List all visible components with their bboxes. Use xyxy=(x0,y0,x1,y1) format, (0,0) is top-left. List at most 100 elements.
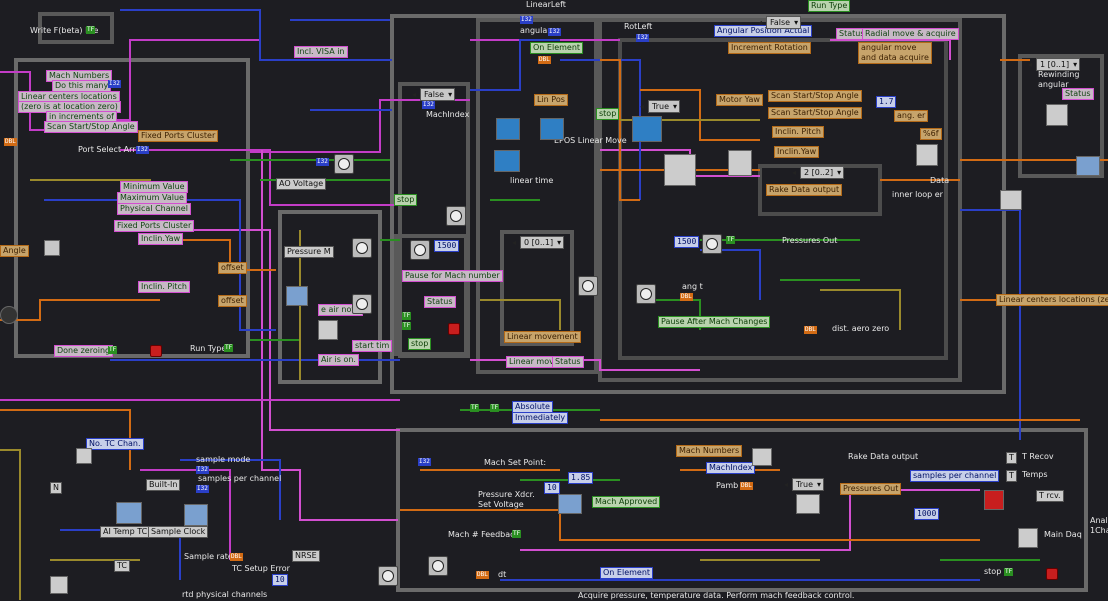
terminal-dbl: DBL xyxy=(4,138,17,146)
label-machindex-2: MachIndex xyxy=(706,462,756,474)
terminal-i32: I32 xyxy=(422,101,435,109)
epos-node-icon xyxy=(540,118,564,140)
label-samples-per-channel: samples per channel xyxy=(198,474,282,483)
terminal-i32: I32 xyxy=(418,458,431,466)
case-selector-1-0-1[interactable]: 1 [0..1] xyxy=(1028,58,1081,71)
label-motor-yaw: Motor Yaw xyxy=(716,94,763,106)
pressure-frame xyxy=(278,210,382,384)
function-node-icon xyxy=(318,320,338,340)
timer-icon xyxy=(446,206,466,226)
stop-button[interactable]: stop xyxy=(408,338,432,350)
label-increment-rotation: Increment Rotation xyxy=(728,42,811,54)
pause-frame xyxy=(394,234,468,356)
timer-icon xyxy=(428,556,448,576)
terminal-dbl: DBL xyxy=(538,56,551,64)
function-node-icon xyxy=(1000,190,1022,210)
timer-icon xyxy=(352,238,372,258)
terminal-tf: TF xyxy=(402,312,412,320)
epos-node-icon xyxy=(632,116,662,142)
label-rtd-physical-channels: rtd physical channels xyxy=(182,590,268,599)
numeric-constant[interactable]: 10 xyxy=(272,574,288,586)
array-node-icon xyxy=(752,448,772,466)
label-main-daq: Main Daq xyxy=(1044,530,1082,539)
label-radial-move-acquire: Radial move & acquire xyxy=(862,28,959,40)
label-angle: Angle xyxy=(0,245,29,257)
case-right-frame xyxy=(598,18,962,382)
terminal-tf: TF xyxy=(224,344,234,352)
numeric-constant[interactable]: 1.7 xyxy=(876,96,897,108)
label-inclin-pitch-2: Inclin. Pitch xyxy=(772,126,824,138)
label-on-element: On Element xyxy=(530,42,584,54)
numeric-constant[interactable]: 1500 xyxy=(434,240,460,252)
label-rake-data-output-2: Rake Data output xyxy=(848,452,919,461)
timer-icon xyxy=(578,276,598,296)
case-selector-2-0-2[interactable]: 2 [0..2] xyxy=(792,166,845,179)
sample-clock-selector[interactable]: Sample Clock xyxy=(148,526,209,538)
label-anal-1chan: Anal 1Chan xyxy=(1090,516,1108,535)
disk-icon xyxy=(0,306,18,324)
case-selector-false[interactable]: False xyxy=(412,88,456,101)
label-dist-aero-zero: dist. aero zero xyxy=(832,324,890,333)
nrse-selector[interactable]: NRSE xyxy=(292,550,320,562)
label-physical-channel: Physical Channel xyxy=(117,203,191,215)
case-selector-true-2[interactable]: True xyxy=(784,478,824,491)
terminal-i32: I32 xyxy=(548,28,561,36)
label-linear-left: LinearLeft xyxy=(526,0,566,9)
label-pressure-xdcr-set-voltage: Pressure Xdcr. Set Voltage xyxy=(478,490,535,509)
daqmx-node-icon xyxy=(116,502,142,524)
hourglass-icon xyxy=(334,154,354,174)
epos-node-icon xyxy=(494,150,520,172)
label-inclin-pitch: Inclin. Pitch xyxy=(138,281,190,293)
epos-node-icon xyxy=(496,118,520,140)
label-status: Status xyxy=(552,356,584,368)
terminal-tf: TF xyxy=(512,530,522,538)
stop-button[interactable]: stop xyxy=(394,194,418,206)
label-inclin-yaw: Inclin.Yaw xyxy=(138,233,184,245)
label-offset-2: offset xyxy=(218,295,247,307)
stop-terminal-icon xyxy=(150,345,162,357)
numeric-constant[interactable]: 10 xyxy=(544,482,560,494)
label-samples-per-channel-2: samples per channel xyxy=(910,470,1000,482)
numeric-constant[interactable]: 1000 xyxy=(914,508,940,520)
label-no-tc-chan: No. TC Chan. xyxy=(86,438,144,450)
case-selector-0-0-1[interactable]: 0 [0..1] xyxy=(512,236,565,249)
built-in-selector[interactable]: Built-In xyxy=(146,479,181,491)
label-lin-pos: Lin Pos xyxy=(534,94,568,106)
grid-node-icon xyxy=(916,144,938,166)
linear-movement-frame xyxy=(500,230,574,346)
daqmx-node-icon xyxy=(286,286,308,306)
ao-voltage-selector[interactable]: AO Voltage xyxy=(276,178,327,190)
numeric-constant[interactable]: 1500 xyxy=(674,236,700,248)
label-run-type-top: Run Type xyxy=(808,0,851,12)
terminal-tf: TF xyxy=(86,26,96,34)
label-t-rcv: T rcv. xyxy=(1036,490,1064,502)
case-selector-false-top[interactable]: False xyxy=(758,16,802,29)
terminal-dbl: DBL xyxy=(740,482,753,490)
label-immediately: Immediately xyxy=(512,412,569,424)
terminal-i32: I32 xyxy=(196,466,209,474)
label-status: Status xyxy=(836,28,868,40)
label-temps: Temps xyxy=(1022,470,1048,479)
terminal-tf: TF xyxy=(1004,568,1014,576)
label-ang-er: ang. er xyxy=(894,110,929,122)
stop-terminal-icon xyxy=(448,323,460,335)
ai-temp-tc-selector[interactable]: AI Temp TC xyxy=(100,526,151,538)
label-pressure-m: Pressure M xyxy=(284,246,334,258)
stop-button[interactable]: stop xyxy=(596,108,620,120)
label-epos-linear-move: EPOS Linear Move xyxy=(554,136,627,145)
case-selector-true[interactable]: True xyxy=(640,100,680,113)
label-tc: TC xyxy=(114,560,131,572)
label-incl-visa-in: Incl. VISA in xyxy=(294,46,348,58)
label-rot-left: RotLeft xyxy=(624,22,653,31)
rake-node-icon xyxy=(796,494,820,514)
numeric-constant[interactable]: 1.85 xyxy=(568,472,594,484)
label-angular-move-data-acquire: angular move and data acquire xyxy=(858,42,932,64)
terminal-tf: TF xyxy=(490,404,500,412)
label-scan-start-stop-angle: Scan Start/Stop Angle xyxy=(44,121,138,133)
daqmx-node-icon xyxy=(184,504,208,526)
terminal-tf: TF xyxy=(108,346,118,354)
label-data: Data xyxy=(930,176,950,185)
sequence-frame-main xyxy=(390,14,1006,394)
